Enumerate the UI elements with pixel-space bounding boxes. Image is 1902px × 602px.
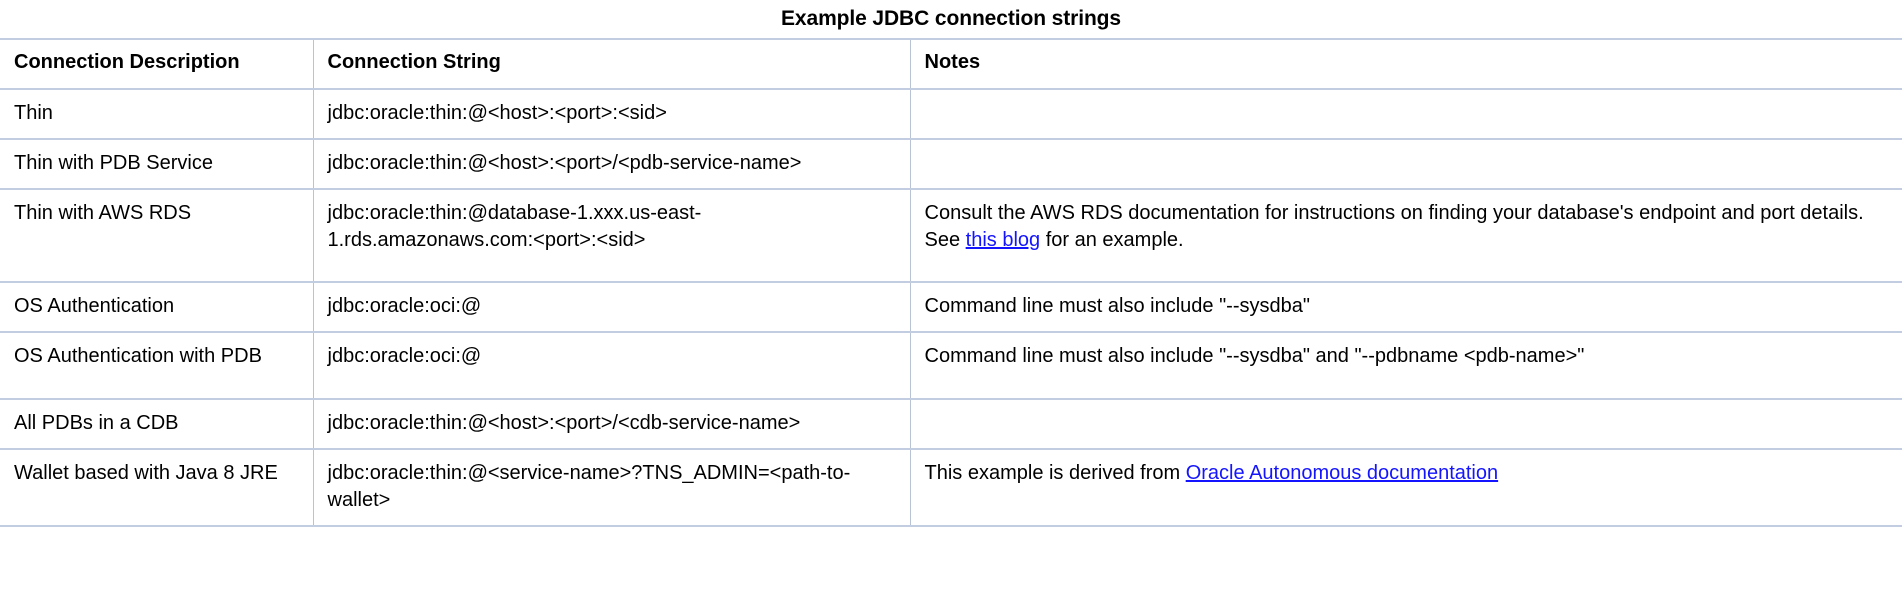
table-row: Thin with AWS RDS jdbc:oracle:thin:@data… xyxy=(0,188,1902,283)
page-title: Example JDBC connection strings xyxy=(781,7,1121,30)
cell-connection-string: jdbc:oracle:thin:@database-1.xxx.us-east… xyxy=(312,188,911,283)
column-header-notes: Notes xyxy=(909,38,1902,90)
cell-description: Thin xyxy=(0,88,314,140)
column-header-connection-string: Connection String xyxy=(312,38,911,90)
cell-description: OS Authentication xyxy=(0,281,314,333)
cell-connection-string: jdbc:oracle:oci:@ xyxy=(312,281,911,333)
jdbc-connection-strings-table: Connection Description Connection String… xyxy=(0,38,1902,527)
cell-connection-string: jdbc:oracle:thin:@<service-name>?TNS_ADM… xyxy=(312,448,911,527)
cell-connection-string: jdbc:oracle:thin:@<host>:<port>:<sid> xyxy=(312,88,911,140)
cell-notes: This example is derived from Oracle Auto… xyxy=(909,448,1902,527)
notes-text-before-link: This example is derived from xyxy=(924,462,1186,484)
column-header-connection-description: Connection Description xyxy=(0,38,314,90)
cell-description: Thin with AWS RDS xyxy=(0,188,314,283)
table-row: Thin jdbc:oracle:thin:@<host>:<port>:<si… xyxy=(0,88,1902,140)
table-row: All PDBs in a CDB jdbc:oracle:thin:@<hos… xyxy=(0,398,1902,450)
oracle-autonomous-documentation-link[interactable]: Oracle Autonomous documentation xyxy=(1185,462,1499,484)
cell-notes: Command line must also include "--sysdba… xyxy=(909,281,1902,333)
cell-description: Thin with PDB Service xyxy=(0,138,314,190)
cell-connection-string: jdbc:oracle:thin:@<host>:<port>/<pdb-ser… xyxy=(312,138,911,190)
table-header-row: Connection Description Connection String… xyxy=(0,38,1902,90)
cell-description: OS Authentication with PDB xyxy=(0,331,314,400)
table-row: OS Authentication jdbc:oracle:oci:@ Comm… xyxy=(0,281,1902,333)
notes-text-before-link: Consult the AWS RDS documentation for in… xyxy=(924,202,1864,251)
cell-connection-string: jdbc:oracle:thin:@<host>:<port>/<cdb-ser… xyxy=(312,398,911,450)
table-row: OS Authentication with PDB jdbc:oracle:o… xyxy=(0,331,1902,400)
cell-notes xyxy=(909,398,1902,450)
notes-text-after-link: for an example. xyxy=(1040,229,1184,251)
table-row: Wallet based with Java 8 JRE jdbc:oracle… xyxy=(0,448,1902,527)
table-row: Thin with PDB Service jdbc:oracle:thin:@… xyxy=(0,138,1902,190)
cell-notes: Consult the AWS RDS documentation for in… xyxy=(909,188,1902,283)
cell-notes xyxy=(909,138,1902,190)
cell-connection-string: jdbc:oracle:oci:@ xyxy=(312,331,911,400)
cell-description: All PDBs in a CDB xyxy=(0,398,314,450)
cell-description: Wallet based with Java 8 JRE xyxy=(0,448,314,527)
cell-notes xyxy=(909,88,1902,140)
this-blog-link[interactable]: this blog xyxy=(965,229,1041,251)
cell-notes: Command line must also include "--sysdba… xyxy=(909,331,1902,400)
